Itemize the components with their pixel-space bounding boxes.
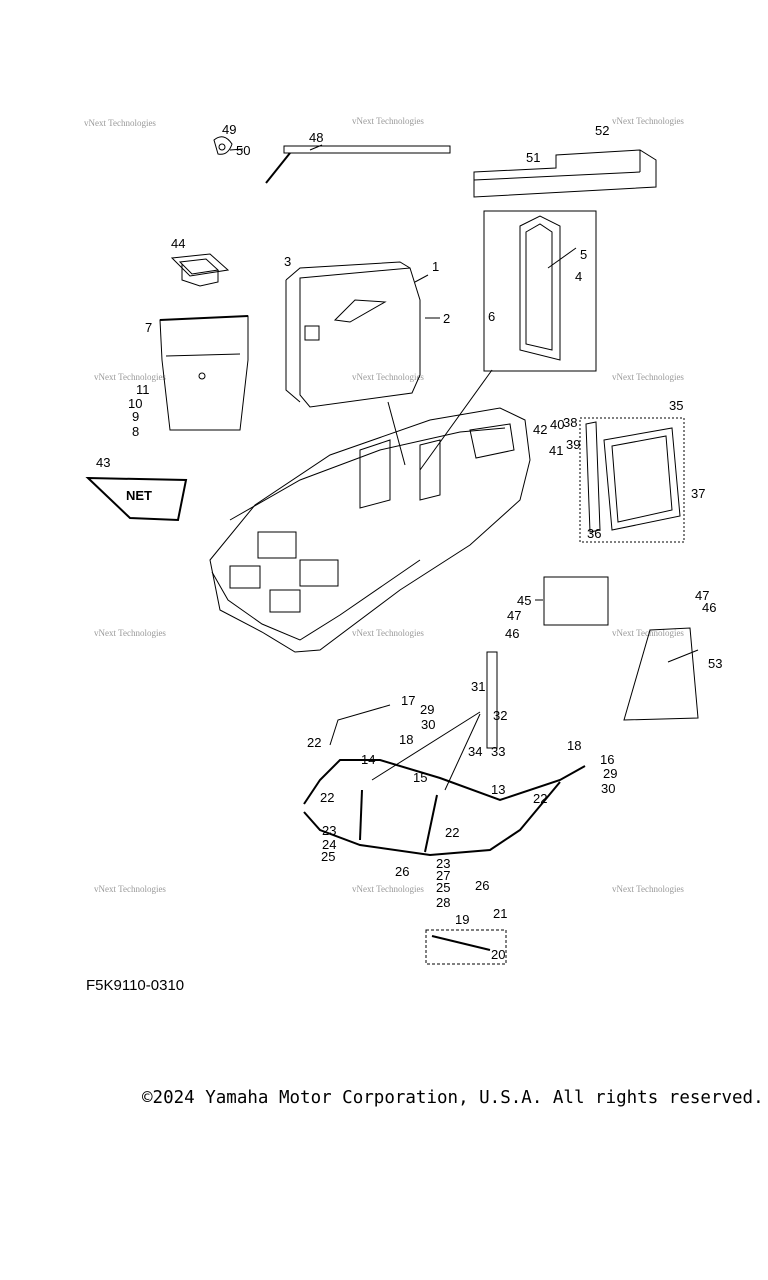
net-label: NET (126, 488, 152, 503)
callout-4: 4 (575, 269, 582, 284)
part-19-trim-box (425, 929, 507, 965)
inset-detail-box (483, 210, 597, 372)
callout-34: 34 (468, 744, 482, 759)
leader-lines (229, 144, 699, 791)
callout-16: 16 (600, 752, 614, 767)
windshield-frame (303, 704, 586, 857)
callout-27: 27 (436, 868, 450, 883)
watermark-text: vNext Technologies (612, 116, 684, 126)
callout-13: 13 (491, 782, 505, 797)
callout-39: 39 (566, 437, 580, 452)
callout-30: 30 (421, 717, 435, 732)
callout-41: 41 (549, 443, 563, 458)
callout-9: 9 (132, 409, 139, 424)
watermark-text: vNext Technologies (352, 116, 424, 126)
figure-code: F5K9110-0310 (86, 977, 185, 994)
callout-22: 22 (320, 790, 334, 805)
part-35-door-panel (579, 417, 685, 543)
part-51-panel (473, 149, 657, 198)
copyright-notice: ©2024 Yamaha Motor Corporation, U.S.A. A… (142, 1088, 764, 1108)
watermark-text: vNext Technologies (352, 628, 424, 638)
callout-32: 32 (493, 708, 507, 723)
part-31-strap (486, 651, 498, 749)
boat-hull (209, 407, 531, 653)
callout-26: 26 (475, 878, 489, 893)
callout-36: 36 (587, 526, 601, 541)
callout-33: 33 (491, 744, 505, 759)
callout-18: 18 (399, 732, 413, 747)
callout-25: 25 (321, 849, 335, 864)
callout-31: 31 (471, 679, 485, 694)
callout-26: 26 (395, 864, 409, 879)
part-43-net (85, 476, 188, 522)
watermark-text: vNext Technologies (352, 372, 424, 382)
callout-53: 53 (708, 656, 722, 671)
callout-24: 24 (322, 837, 336, 852)
callout-6: 6 (488, 309, 495, 324)
part-7-storage-box (159, 315, 249, 431)
watermark-group: vNext Technologies vNext Technologies vNex… (84, 116, 684, 894)
callout-29: 29 (420, 702, 434, 717)
callout-17: 17 (401, 693, 415, 708)
part-48-rod (265, 145, 451, 184)
callout-22: 22 (533, 791, 547, 806)
callout-51: 51 (526, 150, 540, 165)
callout-50: 50 (236, 143, 250, 158)
callout-37: 37 (691, 486, 705, 501)
part-49-clip (213, 136, 233, 155)
callout-46: 46 (505, 626, 519, 641)
watermark-text: vNext Technologies (94, 884, 166, 894)
callout-38: 38 (563, 415, 577, 430)
callout-45: 45 (517, 593, 531, 608)
callout-49: 49 (222, 122, 236, 137)
callout-19: 19 (455, 912, 469, 927)
callout-group: 1234567891011131415161718181920212222222… (96, 122, 722, 962)
callout-28: 28 (436, 895, 450, 910)
callout-11: 11 (136, 382, 150, 397)
part-53-panel (623, 627, 699, 721)
callout-20: 20 (491, 947, 505, 962)
callout-22: 22 (307, 735, 321, 750)
callout-47: 47 (695, 588, 709, 603)
part-44-tray (170, 253, 230, 287)
callout-14: 14 (361, 752, 375, 767)
callout-22: 22 (445, 825, 459, 840)
part-1-door (285, 261, 421, 408)
watermark-text: vNext Technologies (612, 628, 684, 638)
callout-30: 30 (601, 781, 615, 796)
watermark-text: vNext Technologies (94, 628, 166, 638)
callout-7: 7 (145, 320, 152, 335)
watermark-text: vNext Technologies (94, 372, 166, 382)
callout-3: 3 (284, 254, 291, 269)
callout-48: 48 (309, 130, 323, 145)
callout-8: 8 (132, 424, 139, 439)
watermark-text: vNext Technologies (352, 884, 424, 894)
callout-21: 21 (493, 906, 507, 921)
callout-46: 46 (702, 600, 716, 615)
callout-47: 47 (507, 608, 521, 623)
callout-15: 15 (413, 770, 427, 785)
callout-23: 23 (322, 823, 336, 838)
watermark-text: vNext Technologies (612, 372, 684, 382)
callout-25: 25 (436, 880, 450, 895)
callout-35: 35 (669, 398, 683, 413)
callout-23: 23 (436, 856, 450, 871)
callout-2: 2 (443, 311, 450, 326)
callout-52: 52 (595, 123, 609, 138)
callout-44: 44 (171, 236, 185, 251)
callout-1: 1 (432, 259, 439, 274)
callout-5: 5 (580, 247, 587, 262)
part-45-net-frame (543, 576, 609, 626)
callout-10: 10 (128, 396, 142, 411)
callout-40: 40 (550, 417, 564, 432)
callout-43: 43 (96, 455, 110, 470)
parts-diagram: vNext Technologies vNext Technologies vNex… (84, 116, 722, 965)
watermark-text: vNext Technologies (612, 884, 684, 894)
callout-42: 42 (533, 422, 547, 437)
callout-29: 29 (603, 766, 617, 781)
watermark-text: vNext Technologies (84, 118, 156, 128)
callout-18: 18 (567, 738, 581, 753)
